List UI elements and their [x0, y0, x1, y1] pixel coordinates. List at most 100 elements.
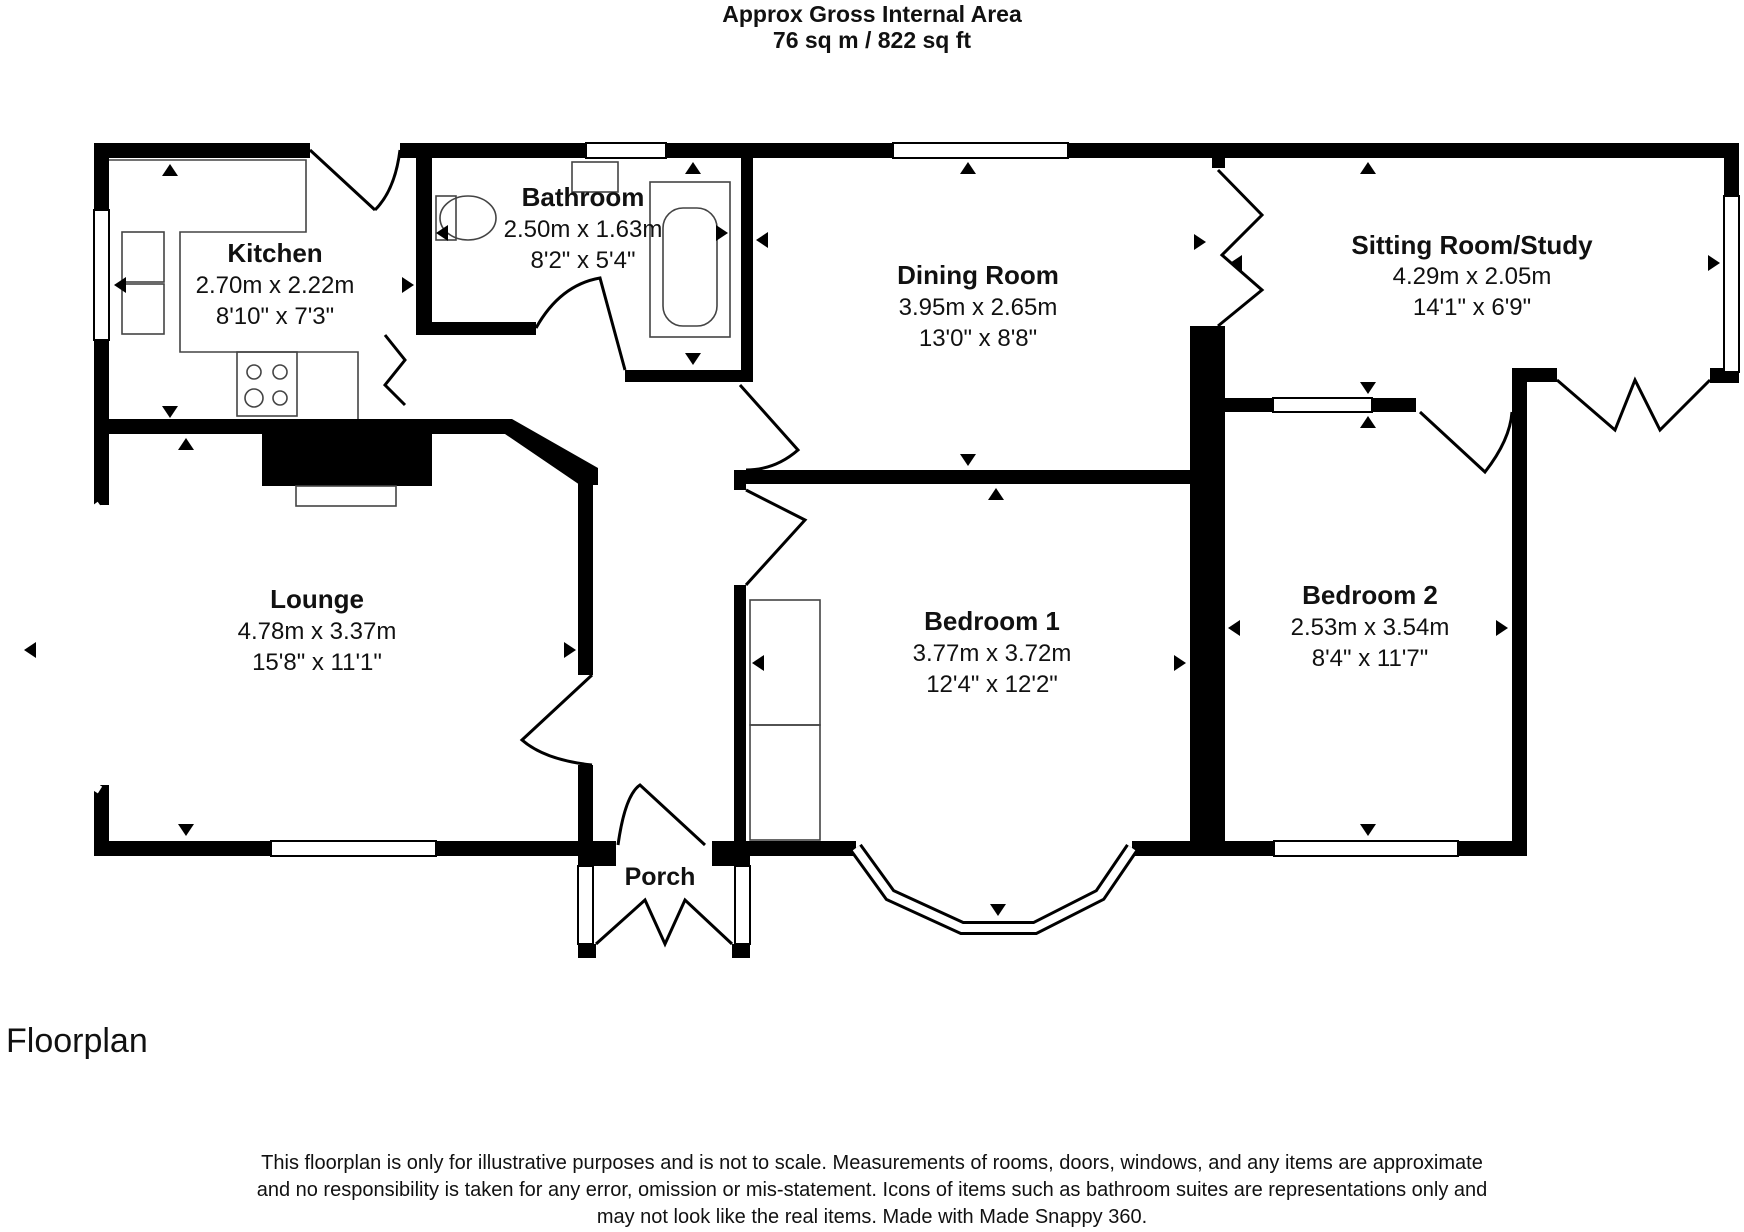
bay-window-bed1: [850, 843, 1138, 935]
hob-ring-1: [246, 364, 262, 380]
door-bathroom: [534, 276, 627, 371]
room-metric: 2.53m x 3.54m: [1291, 614, 1450, 641]
room-metric: 2.70m x 2.22m: [196, 272, 355, 299]
window-kitchen: [93, 209, 110, 341]
disclaimer: This floorplan is only for illustrative …: [160, 1150, 1584, 1231]
wall-sitting-bottom-a: [1225, 398, 1273, 412]
door-porch-front: [594, 897, 734, 948]
room-name: Kitchen: [227, 238, 322, 268]
wall-dining-bed1: [746, 470, 1192, 484]
disclaimer-line-2: and no responsibility is taken for any e…: [256, 1179, 1488, 1201]
room-imperial: 8'4" x 11'7": [1312, 645, 1429, 672]
room-bedroom2: Bedroom 2 2.53m x 3.54m 8'4" x 11'7": [1291, 580, 1450, 672]
wall-lounge-left-upper: [94, 419, 109, 505]
room-dining: Dining Room 3.95m x 2.65m 13'0" x 8'8": [897, 260, 1059, 352]
arrow-bath-bottom: [685, 353, 701, 365]
kitchen-worktop: [109, 159, 359, 419]
arrow-bed2-left: [1228, 620, 1240, 636]
window-lounge: [270, 840, 437, 857]
area-size: 76 sq m / 822 sq ft: [772, 27, 972, 53]
room-name: Lounge: [270, 584, 364, 614]
room-name: Dining Room: [897, 260, 1059, 290]
toilet-cistern-icon: [435, 195, 457, 241]
bath-icon: [649, 181, 731, 338]
wall-lounge-right-lower: [578, 765, 593, 853]
room-imperial: 8'10" x 7'3": [216, 303, 334, 330]
arrow-lounge-right: [564, 642, 576, 658]
arrow-kitchen-right: [402, 277, 414, 293]
wall-bath-dining: [741, 150, 753, 380]
door-dining-sitting: [1216, 168, 1265, 328]
door-dining: [738, 384, 801, 472]
porch-post-left: [578, 841, 616, 866]
room-sitting: Sitting Room/Study 4.29m x 2.05m 14'1" x…: [1351, 230, 1593, 321]
window-bed2-top: [1272, 397, 1373, 413]
room-bathroom: Bathroom 2.50m x 1.63m 8'2" x 5'4": [504, 182, 663, 274]
door-kitchen-folding: [382, 334, 407, 407]
room-bedroom1: Bedroom 1 3.77m x 3.72m 12'4" x 12'2": [913, 606, 1072, 698]
wall-kitchen-bath: [416, 150, 432, 335]
room-imperial: 12'4" x 12'2": [926, 671, 1058, 698]
door-sitting-french: [1556, 376, 1712, 433]
arrow-lounge-bottom: [178, 824, 194, 836]
window-bed2: [1273, 840, 1459, 857]
porch-foot-left: [578, 944, 596, 958]
wall-bath-bottom: [625, 370, 753, 382]
room-kitchen: Kitchen 2.70m x 2.22m 8'10" x 7'3": [196, 238, 355, 330]
window-porch-left: [577, 865, 594, 945]
arrow-sitting-right: [1708, 255, 1720, 271]
room-imperial: 14'1" x 6'9": [1413, 294, 1531, 321]
wall-lounge-diag: [432, 419, 598, 485]
room-metric: 3.95m x 2.65m: [899, 294, 1058, 321]
room-porch-name: Porch: [625, 863, 696, 891]
door-bedroom1: [744, 488, 808, 587]
wall-bed2-right: [1512, 368, 1527, 856]
wall-bottom-bed1-a: [746, 841, 856, 856]
room-name: Bedroom 1: [924, 606, 1060, 636]
disclaimer-line-3: may not look like the real items. Made w…: [596, 1206, 1148, 1228]
wall-top-kitchen: [94, 143, 310, 158]
wall-bottom-bed1-b: [1132, 841, 1274, 856]
room-metric: 4.78m x 3.37m: [238, 618, 397, 645]
bay-window-bed1-glass: [852, 845, 1136, 932]
room-imperial: 13'0" x 8'8": [919, 325, 1037, 352]
arrow-lounge-top: [178, 438, 194, 450]
bay-window-lounge: [11, 504, 101, 791]
arrow-kitchen-top: [162, 164, 178, 176]
doors: [308, 148, 1712, 948]
measure-arrows: [24, 162, 1720, 916]
toilet-icon: [439, 195, 497, 241]
wall-bottom-bed2: [1458, 841, 1527, 856]
wall-hall-right: [734, 585, 746, 855]
wardrobe-2-icon: [749, 724, 821, 841]
hob-ring-4: [272, 390, 288, 406]
arrow-bath-right: [716, 225, 728, 241]
room-metric: 3.77m x 3.72m: [913, 640, 1072, 667]
disclaimer-line-1: This floorplan is only for illustrative …: [261, 1152, 1483, 1174]
door-bedroom2: [1418, 410, 1514, 475]
wall-sitting-nub: [1212, 158, 1225, 168]
door-porch-inner: [616, 783, 707, 847]
arrow-lounge-left: [24, 642, 36, 658]
arrow-bed2-bottom: [1360, 824, 1376, 836]
arrow-kitchen-left: [114, 277, 126, 293]
room-metric: 4.29m x 2.05m: [1393, 263, 1552, 290]
room-imperial: 15'8" x 11'1": [252, 649, 382, 676]
window-sitting: [1723, 195, 1740, 373]
arrow-dining-bottom: [960, 454, 976, 466]
arrow-bed1-bottom: [990, 904, 1006, 916]
wall-lounge-right-upper: [578, 468, 593, 675]
arrow-bed1-top: [988, 488, 1004, 500]
arrow-bed2-top: [1360, 416, 1376, 428]
chimney-breast: [262, 426, 432, 486]
wall-bottom-lounge-a: [94, 841, 271, 856]
hob-icon: [236, 351, 298, 417]
bay-window-lounge-glass: [8, 501, 103, 794]
porch-post-right: [712, 841, 750, 866]
sink-bowl-icon: [121, 283, 165, 335]
wall-sitting-bottom-b: [1372, 398, 1416, 412]
arrow-dining-top: [960, 162, 976, 174]
basin-icon: [571, 161, 619, 193]
wall-bed1-bed2: [1190, 326, 1225, 856]
